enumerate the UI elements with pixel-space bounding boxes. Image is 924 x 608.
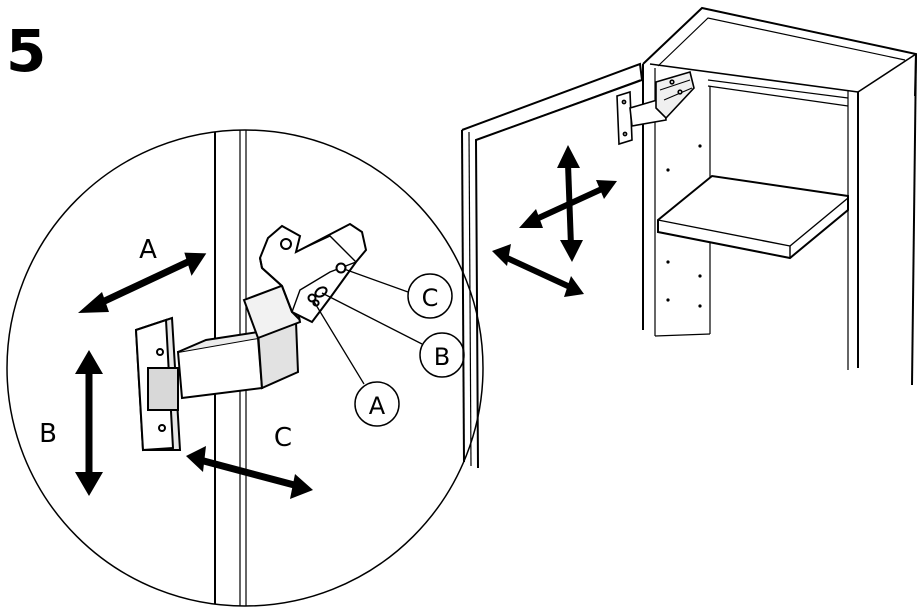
arrow-label-b: B <box>39 419 57 449</box>
adjust-arrow-a: A <box>78 235 207 313</box>
cabinet-door <box>461 62 644 469</box>
hinge-mounting-plate <box>134 316 182 452</box>
arrow-label-c: C <box>274 423 292 453</box>
cabinet-body <box>642 6 918 386</box>
callout-a: A <box>312 299 400 427</box>
hinge-cup-body <box>258 222 368 324</box>
adjust-arrow-b: B <box>39 350 103 496</box>
callout-c: C <box>343 268 453 319</box>
callout-label-a: A <box>369 392 386 420</box>
cabinet-overview <box>461 6 918 469</box>
cabinet-hinge-small <box>616 70 695 146</box>
shelf-pin-holes <box>666 144 702 308</box>
adjust-arrows-cross <box>519 145 617 262</box>
callout-label-b: B <box>434 343 450 371</box>
arrow-label-a: A <box>139 235 157 265</box>
adjust-arrow-depth <box>492 244 584 297</box>
callout-label-c: C <box>422 284 439 312</box>
adjust-arrow-c: C <box>186 423 313 499</box>
detail-zoom-circle: A B C C <box>6 129 484 607</box>
callout-b: B <box>321 292 465 378</box>
hinge-arm <box>176 280 302 400</box>
step-number: 5 <box>6 17 47 85</box>
